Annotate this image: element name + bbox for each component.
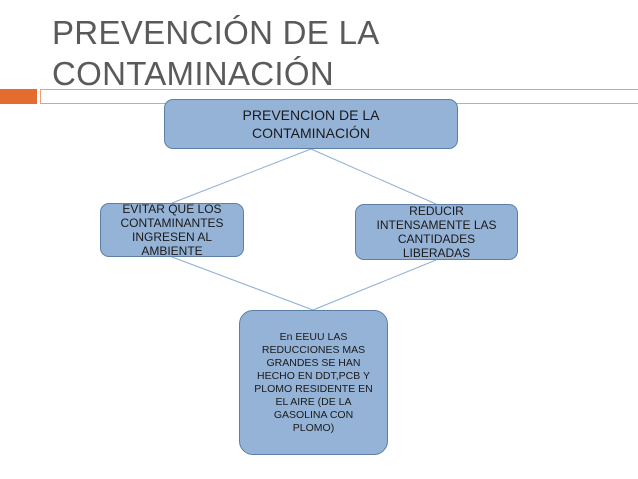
connector-root-to-left [171, 148, 312, 204]
diagram-node-eeuu-label: En EEUU LAS REDUCCIONES MAS GRANDES SE H… [254, 330, 373, 434]
diagram-node-reducir: REDUCIR INTENSAMENTE LAS CANTIDADES LIBE… [355, 204, 518, 260]
slide-title-text: PREVENCIÓN DE LA CONTAMINACIÓN [52, 14, 380, 92]
diagram-node-evitar-label: EVITAR QUE LOS CONTAMINANTES INGRESEN AL… [120, 202, 224, 258]
connector-root-to-right [310, 148, 437, 205]
title-accent-bar [0, 89, 37, 104]
diagram-node-root: PREVENCION DE LA CONTAMINACIÓN [164, 99, 458, 149]
diagram-node-root-label: PREVENCION DE LA CONTAMINACIÓN [242, 107, 380, 141]
slide-title: PREVENCIÓN DE LA CONTAMINACIÓN [52, 12, 612, 94]
connector-right-to-bottom [312, 259, 437, 311]
connector-left-to-bottom [171, 256, 314, 311]
diagram-node-eeuu: En EEUU LAS REDUCCIONES MAS GRANDES SE H… [239, 310, 388, 455]
diagram-node-evitar: EVITAR QUE LOS CONTAMINANTES INGRESEN AL… [100, 202, 244, 258]
diagram-node-reducir-label: REDUCIR INTENSAMENTE LAS CANTIDADES LIBE… [376, 204, 497, 260]
